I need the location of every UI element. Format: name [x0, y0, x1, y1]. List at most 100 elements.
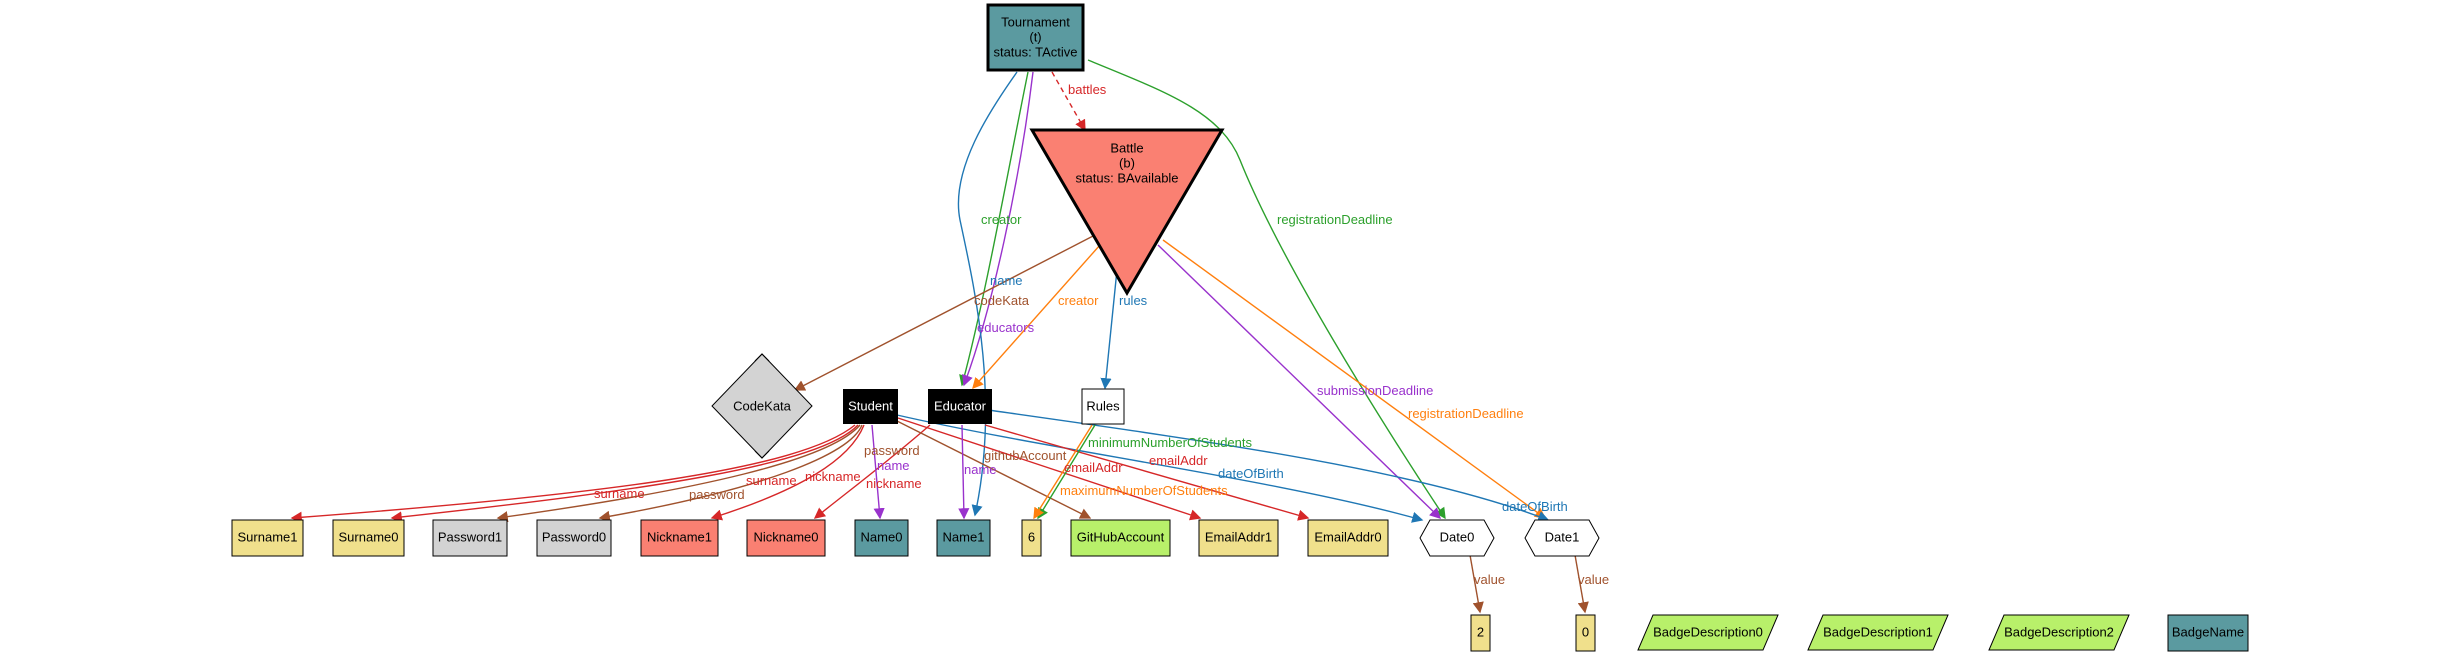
node-password0-label: Password0: [542, 529, 606, 544]
node-name0[interactable]: Name0: [854, 519, 909, 557]
node-nickname1-label: Nickname1: [647, 529, 712, 544]
node-emailaddr0-label: EmailAddr0: [1314, 529, 1381, 544]
label-student-password-1: password: [864, 443, 920, 458]
label-student-nickname-1: nickname: [805, 469, 861, 484]
label-student-dateofbirth: dateOfBirth: [1218, 466, 1284, 481]
node-date1[interactable]: Date1: [1524, 519, 1600, 557]
node-badgename-label: BadgeName: [2172, 624, 2244, 639]
label-rules-minimum: minimumNumberOfStudents: [1088, 435, 1252, 450]
label-battle-rules: rules: [1119, 293, 1148, 308]
edge-student-dateofbirth: [896, 414, 1424, 523]
node-emailaddr0[interactable]: EmailAddr0: [1307, 519, 1389, 557]
edge-student-nickname-2: [813, 424, 931, 519]
label-student-nickname-2: nickname: [866, 476, 922, 491]
node-rules[interactable]: Rules: [1081, 388, 1125, 425]
label-student-password-2: password: [689, 487, 745, 502]
edge-rules-minimum: [1037, 424, 1096, 520]
node-battle-variable: (b): [1119, 155, 1135, 170]
node-surname0-label: Surname0: [339, 529, 399, 544]
node-name1[interactable]: Name1: [936, 519, 991, 557]
node-educator-label: Educator: [934, 398, 987, 413]
node-zero[interactable]: 0: [1575, 614, 1596, 652]
node-password1-label: Password1: [438, 529, 502, 544]
label-date0-value: value: [1474, 572, 1505, 587]
edge-student-githubaccount: [894, 419, 1092, 519]
label-student-githubaccount: githubAccount: [984, 448, 1067, 463]
edge-battle-submissiondeadline: [1157, 244, 1442, 519]
label-student-surname-1: surname: [594, 486, 645, 501]
label-student-emailaddr: emailAddr: [1064, 460, 1123, 475]
node-nickname0[interactable]: Nickname0: [746, 519, 826, 557]
edge-tournament-educators: [962, 71, 1034, 387]
node-six-label: 6: [1028, 529, 1035, 544]
edge-date0-value: [1469, 554, 1484, 614]
node-password0[interactable]: Password0: [536, 519, 612, 557]
node-badgedescription2-label: BadgeDescription2: [2004, 624, 2114, 639]
edge-labels: battles creator name educators registrat…: [594, 82, 1609, 587]
edge-battle-codekata: [793, 234, 1096, 391]
node-six[interactable]: 6: [1021, 519, 1042, 557]
node-badgedescription1[interactable]: BadgeDescription1: [1807, 614, 1949, 651]
node-nickname1[interactable]: Nickname1: [640, 519, 719, 557]
node-educator[interactable]: Educator: [928, 389, 992, 424]
edge-student-surname-2: [390, 424, 859, 523]
node-date0-label: Date0: [1440, 529, 1475, 544]
edge-tournament-registrationdeadline: [1087, 59, 1446, 520]
label-battle-registrationdeadline: registrationDeadline: [1408, 406, 1524, 421]
node-tournament-variable: (t): [1029, 29, 1041, 44]
label-tournament-name: name: [990, 273, 1023, 288]
label-tournament-registrationdeadline: registrationDeadline: [1277, 212, 1393, 227]
node-badgename[interactable]: BadgeName: [2167, 614, 2249, 652]
node-nickname0-label: Nickname0: [753, 529, 818, 544]
label-rules-maximum: maximumNumberOfStudents: [1060, 483, 1228, 498]
edge-student-password-2: [598, 424, 863, 522]
label-educator-emailaddr: emailAddr: [1149, 453, 1208, 468]
node-battle-title: Battle: [1110, 140, 1143, 155]
label-battle-creator: creator: [1058, 293, 1099, 308]
label-tournament-creator: creator: [981, 212, 1022, 227]
edge-battle-registrationdeadline: [1162, 239, 1547, 519]
node-githubaccount-label: GitHubAccount: [1077, 529, 1165, 544]
node-name0-label: Name0: [861, 529, 903, 544]
node-emailaddr1-label: EmailAddr1: [1205, 529, 1272, 544]
node-two[interactable]: 2: [1470, 614, 1491, 652]
node-codekata-label: CodeKata: [733, 398, 792, 413]
edge-battle-creator: [972, 244, 1101, 390]
node-password1[interactable]: Password1: [432, 519, 508, 557]
node-tournament[interactable]: Tournament (t) status: TActive: [986, 3, 1085, 72]
label-tournament-educators: educators: [977, 320, 1035, 335]
edge-date1-value: [1574, 554, 1589, 614]
node-badgedescription2[interactable]: BadgeDescription2: [1988, 614, 2130, 651]
edge-tournament-creator: [959, 71, 1029, 387]
label-battle-submissiondeadline: submissionDeadline: [1317, 383, 1433, 398]
node-badgedescription0[interactable]: BadgeDescription0: [1637, 614, 1779, 651]
edge-student-name: [871, 424, 885, 520]
node-date1-label: Date1: [1545, 529, 1580, 544]
node-badgedescription0-label: BadgeDescription0: [1653, 624, 1763, 639]
edges: [290, 59, 1589, 614]
edge-educator-name: [958, 424, 970, 520]
node-date0[interactable]: Date0: [1419, 519, 1495, 557]
node-surname1[interactable]: Surname1: [231, 519, 304, 557]
edge-educator-dateofbirth: [987, 409, 1550, 522]
label-battles: battles: [1068, 82, 1107, 97]
node-two-label: 2: [1477, 624, 1484, 639]
node-battle[interactable]: Battle (b) status: BAvailable: [1029, 128, 1225, 296]
node-student[interactable]: Student: [843, 389, 898, 424]
node-surname0[interactable]: Surname0: [332, 519, 405, 557]
edge-battle-rules: [1100, 259, 1119, 390]
node-surname1-label: Surname1: [238, 529, 298, 544]
node-codekata[interactable]: CodeKata: [711, 353, 813, 459]
node-emailaddr1[interactable]: EmailAddr1: [1198, 519, 1279, 557]
node-student-label: Student: [848, 398, 893, 413]
edge-educator-emailaddr: [984, 424, 1310, 521]
node-name1-label: Name1: [943, 529, 985, 544]
edge-rules-maximum: [1033, 424, 1093, 520]
node-badgedescription1-label: BadgeDescription1: [1823, 624, 1933, 639]
node-rules-label: Rules: [1086, 398, 1120, 413]
edge-student-surname-1: [290, 424, 856, 523]
label-battle-codekata: codeKata: [974, 293, 1030, 308]
node-githubaccount[interactable]: GitHubAccount: [1070, 519, 1171, 557]
label-student-name: name: [877, 458, 910, 473]
